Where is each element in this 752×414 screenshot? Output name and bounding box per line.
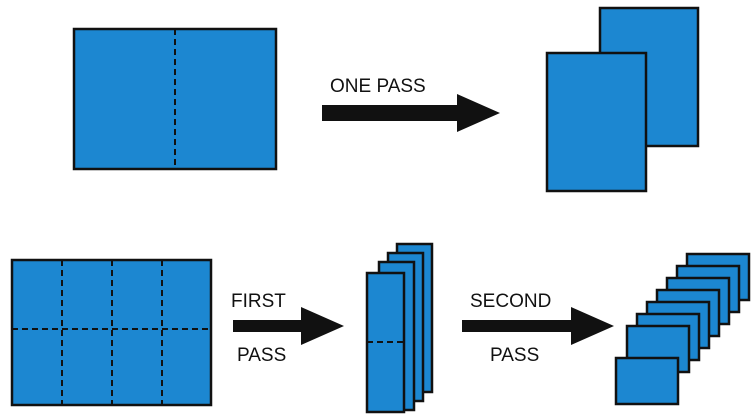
front-sheet: [545, 51, 648, 193]
second-pass-label: PASS: [490, 345, 539, 366]
final-pieces-stack: [614, 252, 751, 406]
one-pass-label: ONE PASS: [330, 76, 426, 97]
first-label: FIRST: [231, 291, 286, 312]
one-pass-arrow: [322, 94, 500, 132]
uncut-sheet-two-up: [72, 27, 278, 171]
cut-result-two-sheets: [545, 6, 700, 193]
uncut-sheet-eight-up: [10, 258, 213, 407]
first-pass-arrow: [233, 307, 344, 345]
piece-front: [614, 356, 680, 406]
second-pass-arrow: [462, 307, 614, 345]
strip-front: [365, 271, 406, 414]
first-pass-label: PASS: [237, 345, 286, 366]
strip-stack: [365, 242, 434, 414]
second-label: SECOND: [470, 291, 551, 312]
